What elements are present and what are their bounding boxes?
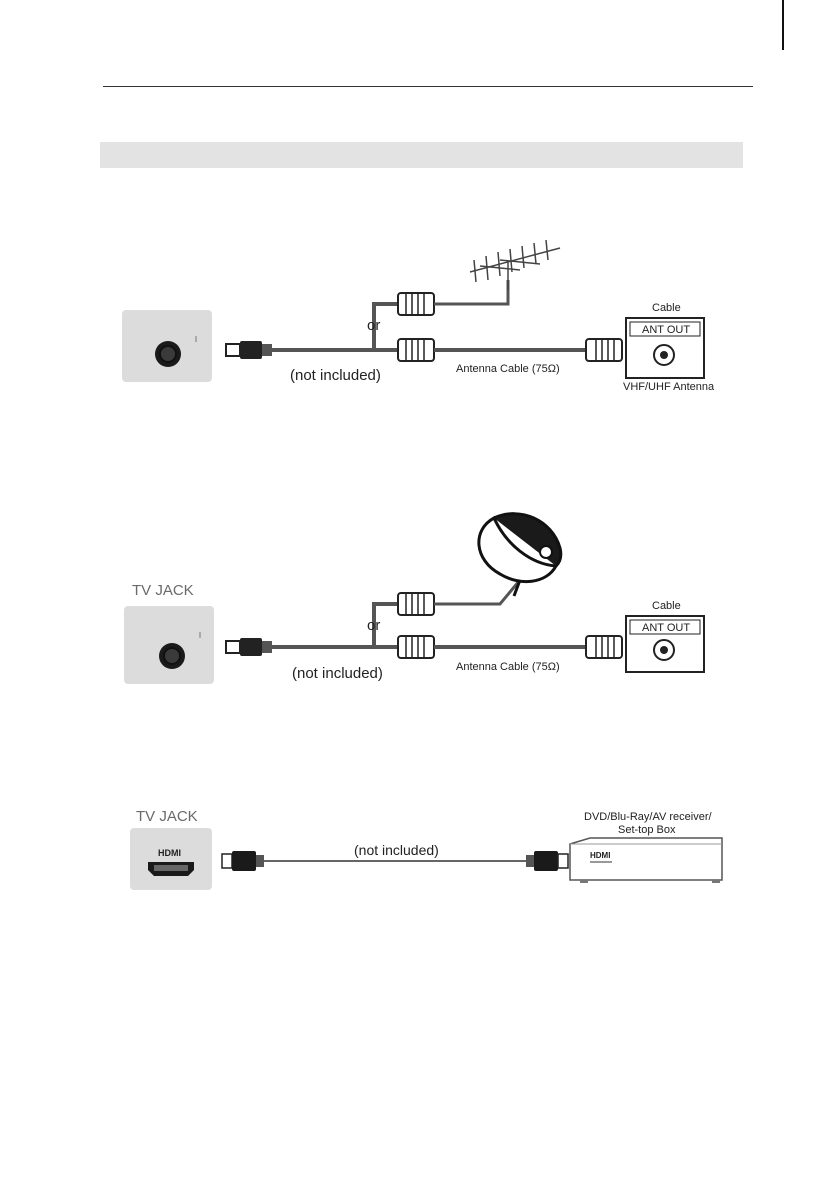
hdmi-plug-device-side <box>526 851 568 871</box>
rf-plug-tv-side <box>226 638 272 656</box>
or-label: or <box>367 317 380 334</box>
coax-plug-wall <box>586 636 622 658</box>
vhf-uhf-antenna-icon <box>470 240 560 290</box>
device-label-line1: DVD/Blu-Ray/AV receiver/ <box>584 811 712 823</box>
coax-plug-wall <box>586 339 622 361</box>
tv-rf-jack-panel <box>122 310 212 382</box>
rf-plug-tv-side <box>226 341 272 359</box>
set-top-box-icon <box>570 838 722 883</box>
not-included-label: (not included) <box>292 665 383 682</box>
tv-jack-label: TV JACK <box>136 808 198 825</box>
coax-plug-antenna <box>398 293 434 315</box>
coax-plug-cable <box>398 339 434 361</box>
antenna-connection-diagram: or (not included) Antenna Cable (75Ω) Ca… <box>0 230 840 410</box>
antenna-cable-label: Antenna Cable (75Ω) <box>456 363 560 375</box>
ant-out-label: ANT OUT <box>642 324 690 336</box>
coax-plug-satellite <box>398 593 434 615</box>
device-label-line2: Set-top Box <box>618 824 676 836</box>
cable-label: Cable <box>652 600 681 612</box>
not-included-label: (not included) <box>354 842 439 858</box>
page-edge-mark <box>782 0 784 50</box>
not-included-label: (not included) <box>290 367 381 384</box>
tv-hdmi-jack-panel <box>130 828 212 890</box>
antenna-cable-label: Antenna Cable (75Ω) <box>456 661 560 673</box>
header-rule <box>103 86 753 87</box>
satellite-dish-icon <box>479 514 561 596</box>
or-label: or <box>367 617 380 634</box>
tv-rf-jack-panel <box>124 606 214 684</box>
hdmi-port-label: HDMI <box>158 848 181 858</box>
satellite-connection-diagram: TV JACK or (not included) Antenna Cable … <box>0 500 840 690</box>
tv-jack-label: TV JACK <box>132 582 194 599</box>
coax-plug-cable <box>398 636 434 658</box>
device-hdmi-label: HDMI <box>590 851 610 860</box>
hdmi-plug-tv-side <box>222 851 264 871</box>
hdmi-connection-diagram: TV JACK HDMI (not included) DVD/Blu-Ray/… <box>0 800 840 900</box>
cable-label: Cable <box>652 302 681 314</box>
vhf-uhf-label: VHF/UHF Antenna <box>623 381 715 393</box>
section-heading-bar <box>100 142 743 168</box>
ant-out-label: ANT OUT <box>642 622 690 634</box>
